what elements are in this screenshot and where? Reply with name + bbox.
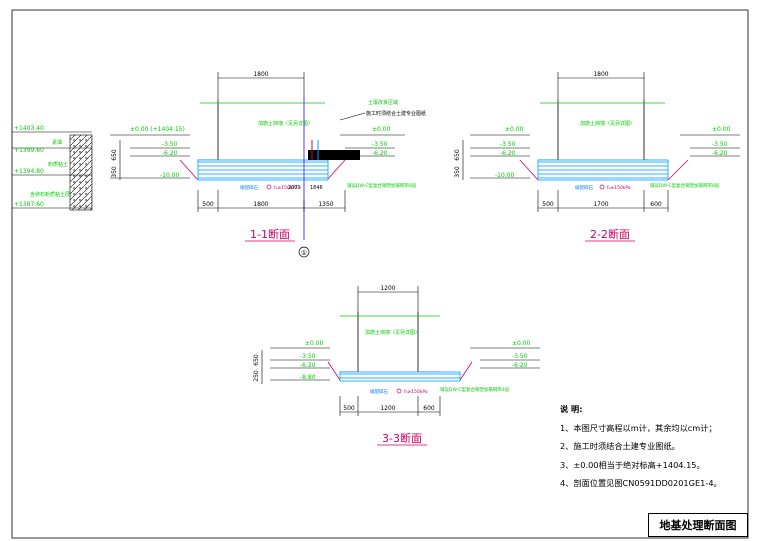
level-left-1: -3.50: [500, 141, 516, 148]
level-right-0: ±0.00: [512, 340, 531, 347]
level-right-1: -3.50: [512, 353, 528, 360]
note-label: 施工时须结合土建专业图纸: [366, 110, 426, 117]
strata-level-4: +1387.60: [14, 201, 44, 208]
level-left-3: -10.00: [160, 172, 180, 179]
height-dim-2: 250: [253, 370, 260, 382]
height-dim-2: 350: [111, 166, 118, 178]
height-dim-1: 650: [111, 149, 118, 161]
level-left-0: ±0.00: [305, 340, 324, 347]
stress-label: f₀≥150kPa: [607, 185, 631, 191]
level-left-1: -3.50: [162, 141, 178, 148]
stress-label: f₀≥150kPa: [274, 185, 298, 191]
reinforced-mat: [197, 159, 329, 181]
strata-column: [69, 134, 93, 211]
fill-label: 级配碎石: [370, 388, 388, 395]
fill-label: 级配碎石: [240, 184, 258, 191]
level-right-2: -6.20: [512, 362, 528, 369]
notes-block: 说 明: 1、本图尺寸高程以m计，其余均以cm计； 2、施工时须结合土建专业图纸…: [560, 400, 722, 493]
level-left-0: ±0.00: [505, 126, 524, 133]
reinforced-mat: [537, 159, 669, 181]
strata-level-2: +1399.60: [14, 147, 44, 154]
mat-label: 铺设DW-C型复合钢塑加筋网带4层: [440, 386, 510, 393]
foundation-block: [308, 150, 360, 160]
level-right-2: -6.20: [372, 150, 388, 157]
height-dim-1: 650: [253, 354, 260, 366]
height-dim-2: 350: [454, 166, 461, 178]
level-left-1: -3.50: [300, 353, 316, 360]
strata-name-3: 含卵石粉质粘土层: [30, 191, 70, 198]
bottom-dim-2: 1200: [380, 405, 395, 412]
section-title: 1-1断面: [250, 227, 290, 241]
bottom-dim-3: 600: [650, 201, 662, 208]
wall-label: 加筋土挡墙（见另详图）: [365, 329, 420, 336]
level-left-3: -8.80: [300, 374, 316, 381]
level-right-2: -6.20: [712, 150, 728, 157]
mat-label: 铺设DW-C型复合钢塑加筋网带8层: [650, 182, 720, 189]
mat-label: 铺设DW-C型复合钢塑加筋网带8层: [347, 182, 417, 189]
bottom-dim-2: 1700: [593, 201, 608, 208]
level-right-0: ±0.00: [712, 126, 731, 133]
note-item-2: 2、施工时须结合土建专业图纸。: [560, 441, 680, 451]
note-item-3: 3、±0.00相当于绝对标高+1404.15。: [560, 459, 705, 470]
level-right-0: ±0.00: [372, 126, 391, 133]
height-dim-1: 650: [454, 149, 461, 161]
bottom-dim-1: 500: [343, 405, 355, 412]
bottom-dim-1: 500: [542, 201, 554, 208]
strata-name-2: 粉质粘土: [48, 161, 68, 168]
strata-name-1: 素填: [52, 139, 62, 146]
level-left-2: -6.20: [300, 362, 316, 369]
note-item-4: 4、剖面位置见图CN0591DD0201GE1-4。: [560, 478, 722, 488]
wall-label: 加筋土挡墙（见另详图）: [258, 120, 313, 127]
bottom-dim-2: 1800: [253, 201, 268, 208]
stress-label: f₀≥150kPa: [404, 389, 428, 395]
level-left-2: -6.20: [500, 150, 516, 157]
note-item-1: 1、本图尺寸高程以m计，其余均以cm计；: [560, 422, 717, 433]
width-mark-2: 1846: [310, 185, 323, 191]
top-width-dim: 1800: [593, 71, 608, 78]
bottom-dim-1: 500: [202, 201, 214, 208]
width-mark: 2079: [288, 185, 301, 191]
bottom-dim-3: 600: [423, 405, 435, 412]
strata-level-1: +1403.40: [14, 125, 44, 132]
level-left-2: -6.20: [162, 150, 178, 157]
ground-label: 土壤改良区域: [368, 99, 398, 106]
fill-label: 级配碎石: [575, 184, 593, 191]
notes-heading: 说 明:: [560, 404, 583, 414]
section-1-1: +1403.40 +1399.60 +1394.80 +1387.60 素填 粉…: [12, 71, 426, 258]
level-right-1: -3.50: [372, 141, 388, 148]
sheet-border: [11, 9, 749, 539]
reinforced-mat: [339, 371, 461, 382]
drawing-title-box: 地基处理断面图: [648, 513, 748, 537]
level-right-1: -3.50: [712, 141, 728, 148]
section-title: 2-2断面: [590, 227, 630, 241]
section-3-3: 1200 加筋土挡墙（见另详图） ±0.00 -3.50 -6.20 -8.80…: [253, 285, 540, 446]
strata-level-3: +1394.80: [14, 168, 44, 175]
level-left-0: ±0.00 (+1404.15): [130, 126, 185, 133]
top-width-dim: 1800: [253, 71, 268, 78]
drawing-title: 地基处理断面图: [659, 519, 737, 532]
section-circle-label: ①: [301, 249, 307, 257]
wall-label: 加筋土挡墙（见另详图）: [580, 120, 635, 127]
bottom-dim-3: 1350: [318, 201, 333, 208]
section-2-2: 1800 加筋土挡墙（见另详图） ±0.00 -3.50 -6.20 -10.0…: [454, 71, 740, 242]
top-width-dim: 1200: [380, 285, 395, 292]
section-title: 3-3断面: [382, 431, 422, 445]
level-left-3: -10.00: [495, 172, 515, 179]
